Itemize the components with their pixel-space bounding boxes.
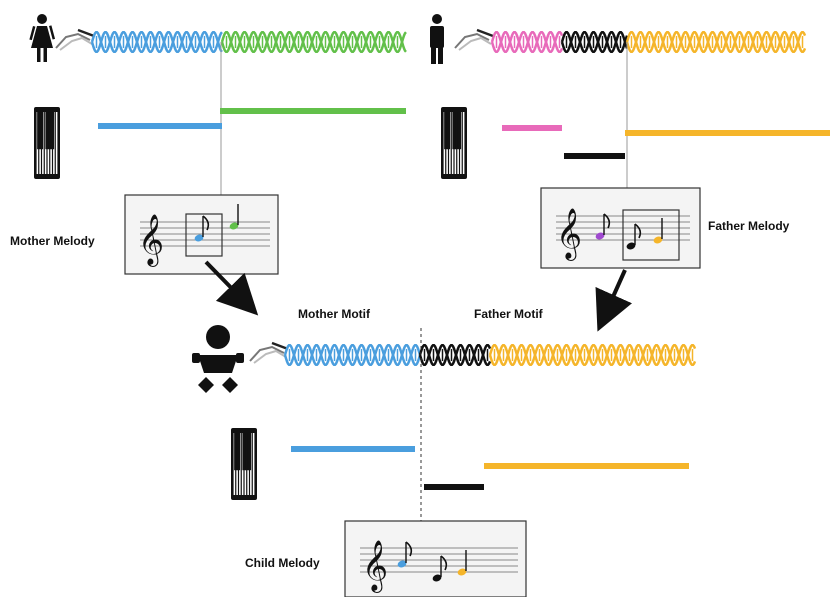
child-note-orange <box>457 550 467 576</box>
mother-dna-green-segment <box>220 30 407 54</box>
father-note-orange <box>653 218 663 244</box>
father-note-purple <box>595 213 611 240</box>
mother-motif-highlight <box>185 213 223 257</box>
child-note-blue <box>397 541 413 568</box>
inheritance-arrows <box>204 260 633 332</box>
piano-roll-bars <box>98 108 830 490</box>
father-melody-box: 𝄞 <box>540 187 701 269</box>
mother-dna-tail <box>55 28 95 51</box>
mother-melody-box: 𝄞 <box>124 194 279 275</box>
melody-boxes: 𝄞 𝄞 𝄞 <box>124 187 701 597</box>
mother-treble-clef-icon: 𝄞 <box>138 214 164 267</box>
child-dna-orange-segment <box>488 343 697 367</box>
svg-text:𝄞: 𝄞 <box>556 208 582 261</box>
child-treble-clef-icon: 𝄞 <box>362 540 388 593</box>
split-guide-lines <box>220 42 628 597</box>
child-note-black <box>432 555 448 582</box>
people-icons <box>29 14 444 393</box>
mother-note-green <box>229 204 239 230</box>
mother-motif-label: Mother Motif <box>298 307 371 321</box>
father-dna-orange-segment <box>625 30 807 54</box>
child-keyboard-icon <box>231 428 257 500</box>
father-dna-black-segment <box>560 30 629 54</box>
father-keyboard-icon <box>441 107 467 179</box>
mother-note-blue <box>194 215 210 242</box>
father-treble-clef-icon: 𝄞 <box>556 208 582 261</box>
father-man-icon <box>430 14 444 64</box>
child-melody-label: Child Melody <box>245 556 320 570</box>
father-to-child-arrow <box>595 269 633 332</box>
father-dna-tail <box>454 28 494 51</box>
mother-dna-blue-segment <box>90 30 223 54</box>
svg-text:𝄞: 𝄞 <box>138 214 164 267</box>
child-baby-icon <box>192 325 244 393</box>
father-note-black <box>626 223 642 250</box>
child-dna-blue-segment <box>283 343 422 367</box>
father-melody-label: Father Melody <box>708 219 790 233</box>
father-motif-label: Father Motif <box>474 307 544 321</box>
mother-woman-icon <box>29 14 56 62</box>
keyboards <box>34 107 467 500</box>
svg-text:𝄞: 𝄞 <box>362 540 388 593</box>
mother-melody-label: Mother Melody <box>10 234 95 248</box>
mother-keyboard-icon <box>34 107 60 179</box>
child-melody-box: 𝄞 <box>344 520 527 597</box>
father-dna-pink-segment <box>490 30 564 54</box>
father-motif-highlight <box>622 209 680 261</box>
dna-strands <box>55 28 807 367</box>
child-dna-black-segment <box>418 343 492 367</box>
mother-to-child-arrow <box>204 260 259 316</box>
child-dna-tail <box>249 341 289 364</box>
